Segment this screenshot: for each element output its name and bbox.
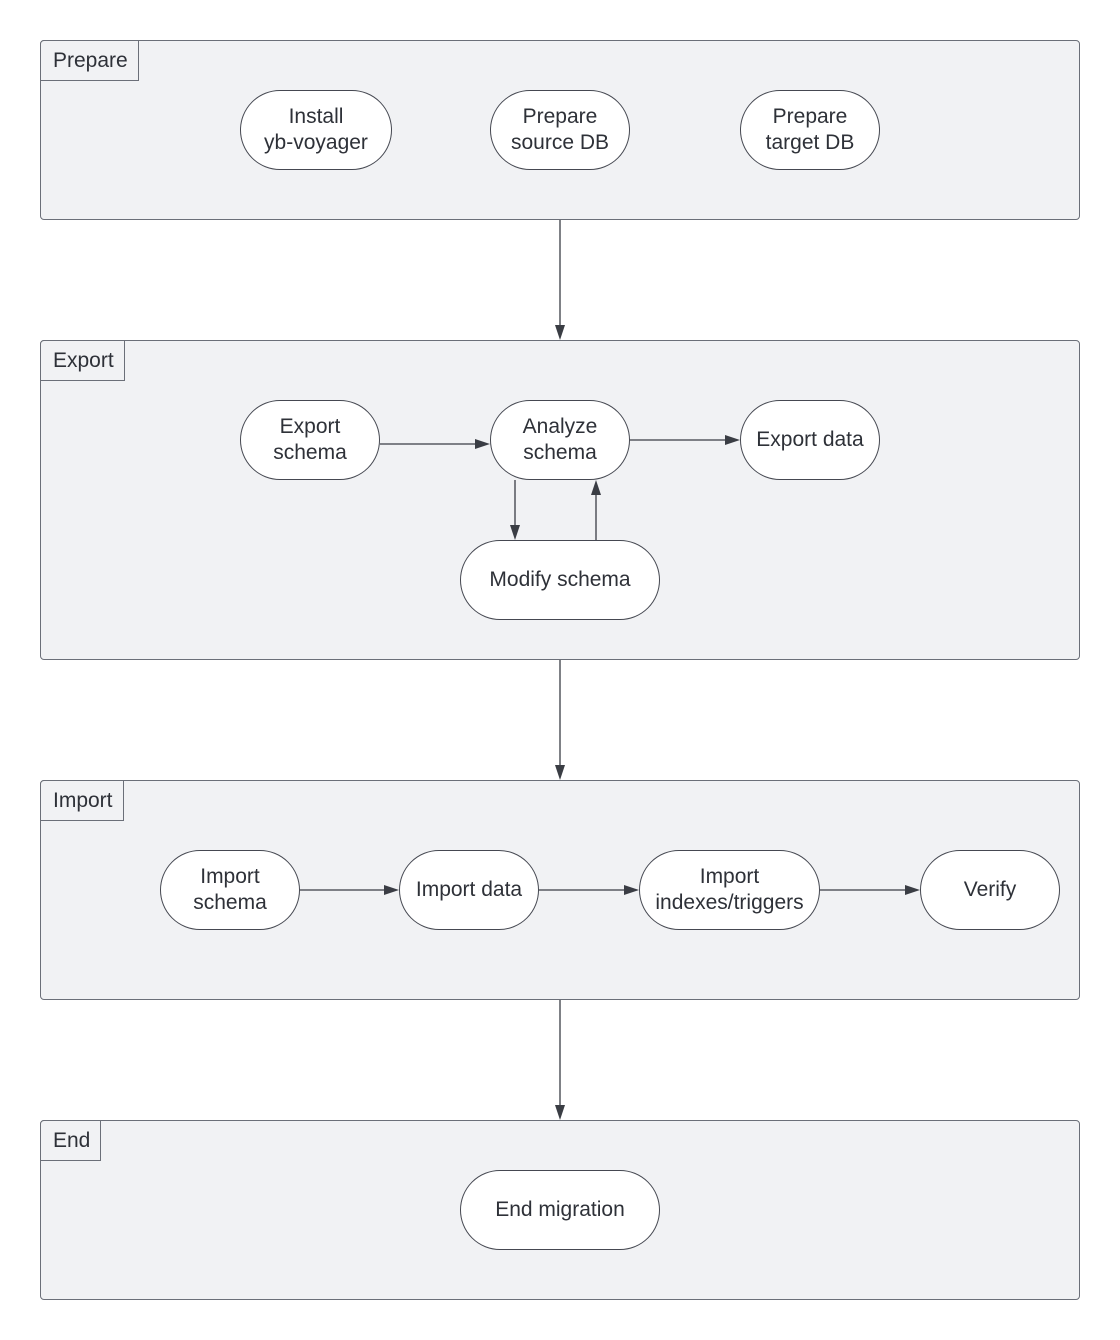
step-end-migration: End migration <box>460 1170 660 1250</box>
phase-export-label: Export <box>40 340 125 381</box>
step-install-yb-voyager: Install yb-voyager <box>240 90 392 170</box>
step-export-schema: Export schema <box>240 400 380 480</box>
step-export-data: Export data <box>740 400 880 480</box>
phase-end-label: End <box>40 1120 102 1161</box>
step-prepare-target-db: Prepare target DB <box>740 90 880 170</box>
arrow-import-to-end-head <box>555 1105 565 1120</box>
step-import-schema: Import schema <box>160 850 300 930</box>
step-analyze-schema: Analyze schema <box>490 400 630 480</box>
phase-prepare-label: Prepare <box>40 40 139 81</box>
step-modify-schema: Modify schema <box>460 540 660 620</box>
arrow-prepare-to-export-head <box>555 325 565 340</box>
step-verify: Verify <box>920 850 1060 930</box>
phase-import-label: Import <box>40 780 124 821</box>
step-prepare-source-db: Prepare source DB <box>490 90 630 170</box>
step-import-data: Import data <box>399 850 539 930</box>
step-import-indexes-triggers: Import indexes/triggers <box>639 850 820 930</box>
arrow-export-to-import-head <box>555 765 565 780</box>
